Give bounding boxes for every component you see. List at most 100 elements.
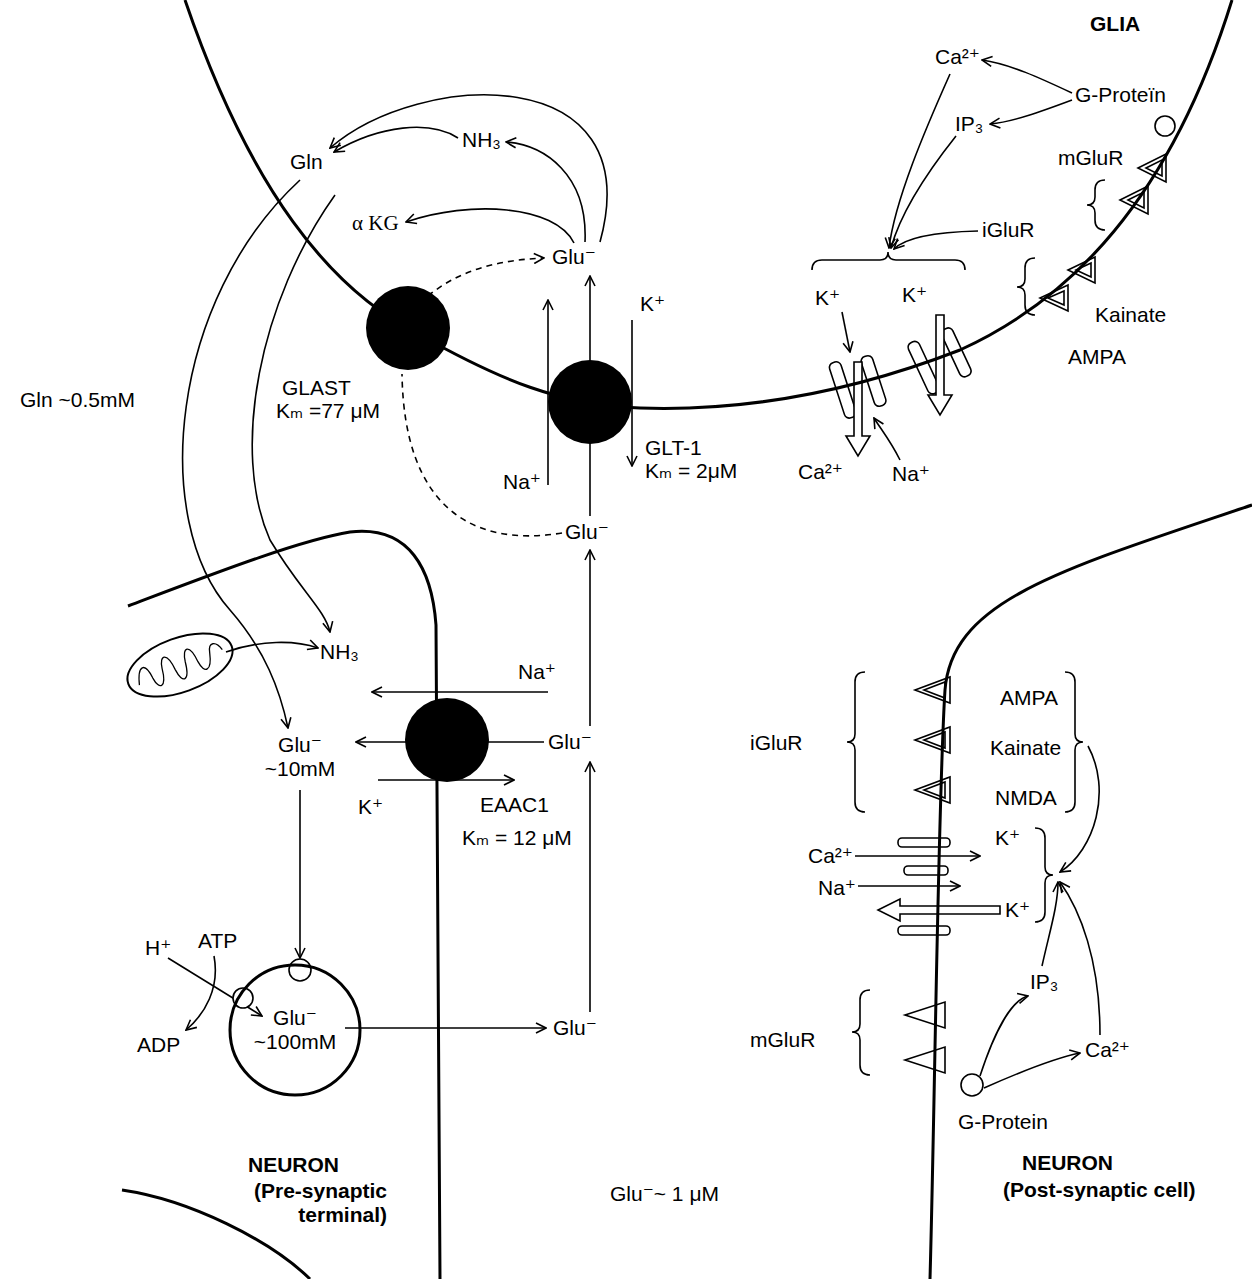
membrane-line bbox=[230, 965, 360, 1095]
protein-label: G-Proteïn bbox=[1075, 83, 1166, 107]
flux-arrow bbox=[226, 642, 318, 652]
flux-arrow bbox=[186, 956, 215, 1030]
receptor-symbol bbox=[905, 1047, 945, 1073]
receptor-symbol bbox=[905, 1002, 945, 1028]
signal-arrow bbox=[891, 136, 956, 248]
ion-label: Na⁺ bbox=[503, 470, 541, 494]
ion-label: K⁺ bbox=[1005, 898, 1030, 922]
molecule-label: Glu⁻ bbox=[548, 730, 592, 754]
dashed-flux bbox=[428, 258, 544, 296]
hollow-arrow bbox=[846, 362, 870, 456]
ion-channel bbox=[898, 926, 950, 935]
transporter-name: GLT-1 bbox=[645, 436, 702, 460]
molecule-label: NH₃ bbox=[320, 640, 359, 664]
flux-arrows bbox=[168, 60, 1100, 1088]
molecule-label: Gln bbox=[290, 150, 323, 174]
affinity-value: Kₘ =77 μM bbox=[276, 399, 380, 423]
ion-label: Na⁺ bbox=[818, 876, 856, 900]
transporter-name: GLAST bbox=[282, 376, 351, 400]
receptor-label: mGluR bbox=[750, 1028, 815, 1052]
flux-arrow bbox=[506, 142, 585, 242]
flux-arrow bbox=[858, 885, 960, 887]
receptor-label: AMPA bbox=[1068, 345, 1126, 369]
ion-label: Ca²⁺ bbox=[808, 844, 853, 868]
ion-label: K⁺ bbox=[358, 795, 383, 819]
signal-arrow bbox=[1060, 882, 1100, 1035]
ion-label: Ca²⁺ bbox=[1085, 1038, 1130, 1062]
ion-label: Ca²⁺ bbox=[798, 460, 843, 484]
vesicular-transporter bbox=[289, 959, 311, 981]
molecule-label: ATP bbox=[198, 929, 237, 953]
transporters bbox=[366, 286, 632, 782]
flux-arrow bbox=[589, 762, 591, 1012]
brackets bbox=[812, 180, 1105, 1075]
membrane-line bbox=[185, 0, 1232, 408]
glia-cell: GLIA bbox=[0, 0, 1252, 430]
flux-arrow bbox=[631, 320, 633, 466]
flux-arrow bbox=[183, 180, 300, 728]
receptor-label: Kainate bbox=[990, 736, 1061, 760]
postsynaptic-cell: NEURON (Post-synaptic cell) bbox=[900, 500, 1252, 1279]
flux-arrow bbox=[589, 550, 591, 726]
molecule-label: α KG bbox=[352, 211, 399, 235]
ion-label: K⁺ bbox=[902, 283, 927, 307]
ion-label: K⁺ bbox=[640, 292, 665, 316]
flux-arrow bbox=[372, 691, 548, 693]
affinity-value: Kₘ = 12 μM bbox=[462, 826, 572, 850]
receptor-label: NMDA bbox=[995, 786, 1057, 810]
messenger-label: IP₃ bbox=[955, 112, 983, 136]
receptor-symbol bbox=[1068, 257, 1095, 283]
ion-label: Ca²⁺ bbox=[935, 45, 980, 69]
receptor-label: mGluR bbox=[1058, 146, 1123, 170]
flux-arrow bbox=[406, 209, 574, 243]
membrane-line bbox=[930, 505, 1252, 1279]
cell-name: GLIA bbox=[1090, 12, 1140, 36]
glia-cell-outline bbox=[0, 0, 1252, 430]
flux-arrow bbox=[345, 1027, 546, 1029]
receptor-symbol bbox=[915, 727, 950, 753]
dashed-flux bbox=[402, 374, 562, 536]
cell-name: NEURON bbox=[248, 1153, 339, 1177]
signal-arrow bbox=[982, 60, 1072, 93]
mitochondrion bbox=[119, 621, 241, 709]
molecule-label: Glu⁻ bbox=[552, 245, 596, 269]
flux-arrow bbox=[330, 95, 607, 242]
protein-label: G-Protein bbox=[958, 1110, 1048, 1134]
hollow-arrow bbox=[928, 315, 952, 415]
concentration-label: Glu⁻~ 1 μM bbox=[610, 1182, 719, 1206]
vesicle-content: Glu⁻ ~100mM bbox=[238, 1006, 352, 1054]
cell-subtitle: (Pre-synaptic terminal) bbox=[222, 1179, 387, 1227]
signal-arrow bbox=[1060, 746, 1099, 872]
cell-name: NEURON bbox=[1022, 1151, 1113, 1175]
curly-bracket bbox=[1035, 828, 1053, 922]
transporter-symbol bbox=[405, 698, 489, 782]
ion-label: H⁺ bbox=[145, 936, 171, 960]
ion-label: K⁺ bbox=[995, 826, 1020, 850]
ion-channel bbox=[904, 866, 948, 875]
ion-label: K⁺ bbox=[815, 286, 840, 310]
flux-arrow bbox=[855, 855, 980, 857]
membrane-line bbox=[122, 531, 440, 1279]
receptor-symbol bbox=[915, 777, 950, 803]
synaptic-vesicle: Glu⁻ ~100mM bbox=[228, 963, 362, 1097]
mitochondrion-outline bbox=[119, 621, 241, 709]
ion-label: Na⁺ bbox=[518, 660, 556, 684]
flux-arrow bbox=[842, 312, 850, 352]
receptor-label: iGluR bbox=[750, 731, 803, 755]
presynaptic-terminal: NEURON(Pre-synaptic terminal) Glu⁻ ~100mM bbox=[0, 520, 520, 1279]
curly-bracket bbox=[1065, 672, 1083, 812]
curly-bracket bbox=[847, 672, 865, 812]
concentration-label: Gln ~0.5mM bbox=[20, 388, 135, 412]
cell-subtitle: (Post-synaptic cell) bbox=[1003, 1178, 1196, 1202]
signal-arrow bbox=[984, 1053, 1080, 1088]
concentration-label: Glu⁻ ~10mM bbox=[255, 733, 345, 781]
flux-arrow bbox=[334, 127, 458, 152]
receptor-label: AMPA bbox=[1000, 686, 1058, 710]
affinity-value: Kₘ = 2μM bbox=[645, 459, 737, 483]
receptor-label: iGluR bbox=[982, 218, 1035, 242]
molecule-label: NH₃ bbox=[462, 128, 501, 152]
messenger-label: IP₃ bbox=[1030, 970, 1058, 994]
curly-bracket bbox=[1087, 180, 1105, 230]
